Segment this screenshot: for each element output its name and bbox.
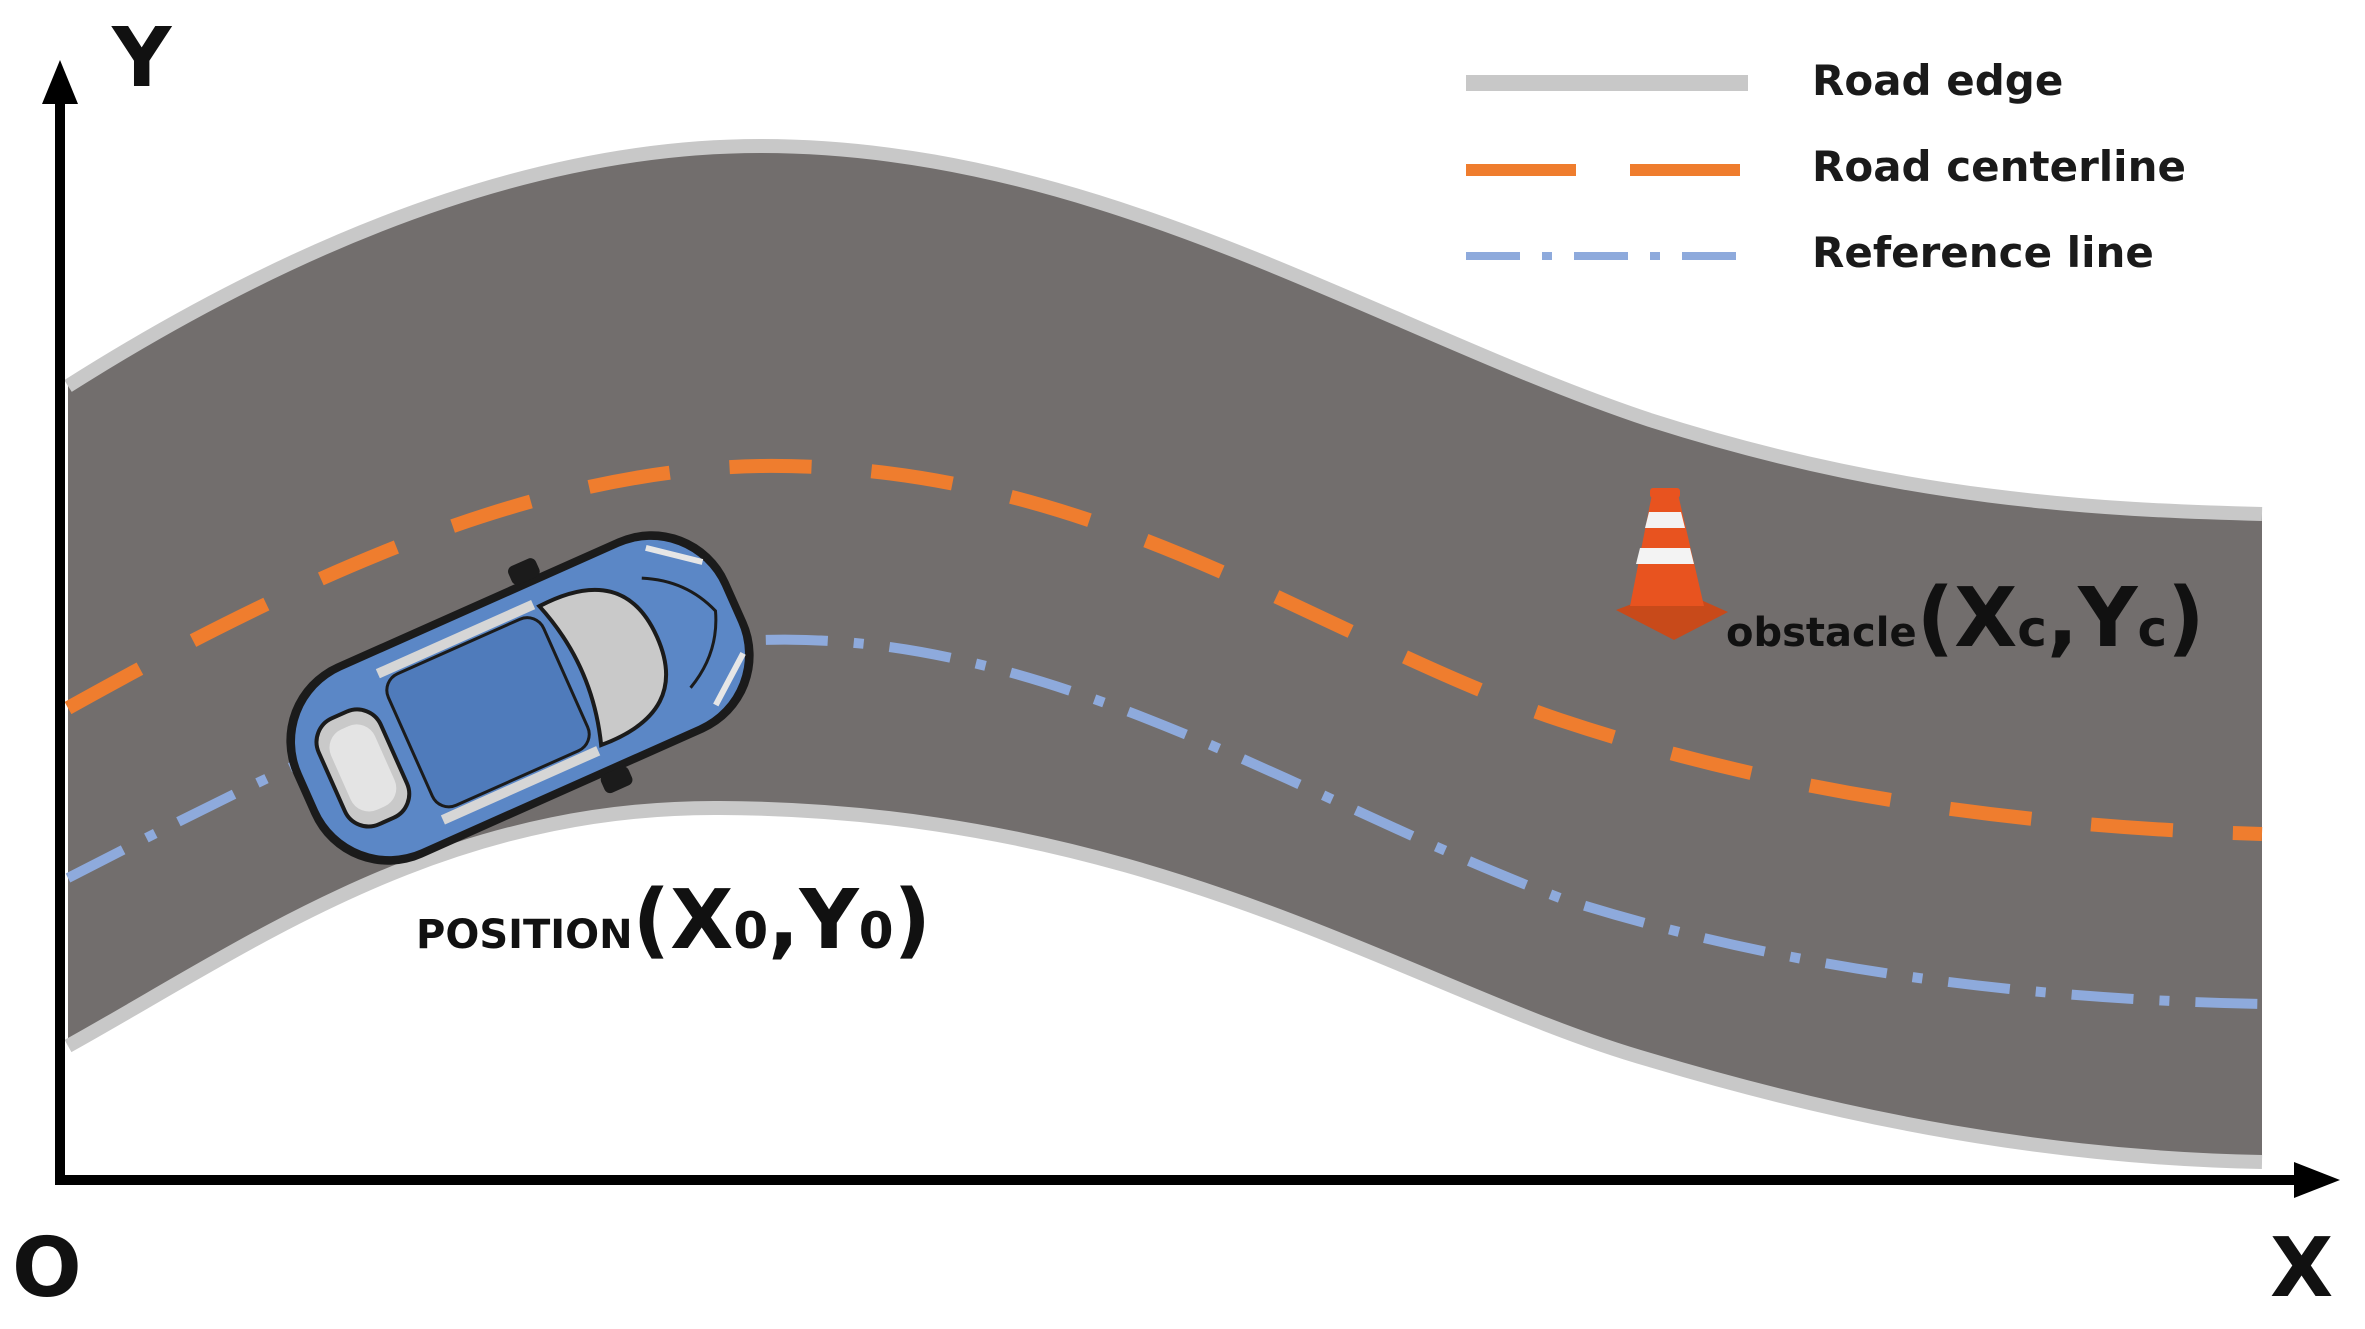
legend-label-road-centerline: Road centerline bbox=[1812, 142, 2186, 191]
position-sub-x: 0 bbox=[733, 902, 769, 960]
obstacle-close: ) bbox=[2167, 571, 2205, 666]
reference-line bbox=[65, 634, 2263, 1009]
road-edge-bottom bbox=[64, 800, 2263, 1169]
legend-label-road-edge: Road edge bbox=[1812, 56, 2064, 105]
y-axis-arrowhead bbox=[42, 60, 78, 104]
position-mid: ,Y bbox=[768, 873, 859, 968]
obstacle-prefix: obstacle bbox=[1726, 610, 1917, 656]
position-open: (X bbox=[632, 873, 734, 968]
obstacle-open: (X bbox=[1916, 571, 2018, 666]
traffic-cone-icon bbox=[1616, 488, 1728, 640]
position-annotation: POSITION(X0,Y0) bbox=[416, 880, 931, 962]
car-icon bbox=[286, 531, 754, 865]
obstacle-sub-x: c bbox=[2017, 600, 2047, 658]
obstacle-mid: ,Y bbox=[2046, 571, 2138, 666]
position-close: ) bbox=[893, 873, 931, 968]
road-surface bbox=[68, 146, 2262, 1162]
origin-label: O bbox=[12, 1221, 82, 1316]
obstacle-annotation: obstacle(Xc,Yc) bbox=[1726, 578, 2205, 660]
y-axis-label: Y bbox=[112, 11, 172, 106]
legend-label-reference-line: Reference line bbox=[1812, 228, 2154, 277]
obstacle-sub-y: c bbox=[2137, 600, 2168, 658]
x-axis-arrowhead bbox=[2294, 1162, 2340, 1198]
position-sub-y: 0 bbox=[858, 902, 894, 960]
x-axis-label: X bbox=[2270, 1221, 2334, 1316]
position-prefix: POSITION bbox=[416, 912, 633, 958]
road-edge-top bbox=[64, 138, 2263, 521]
road-centerline bbox=[64, 458, 2263, 841]
